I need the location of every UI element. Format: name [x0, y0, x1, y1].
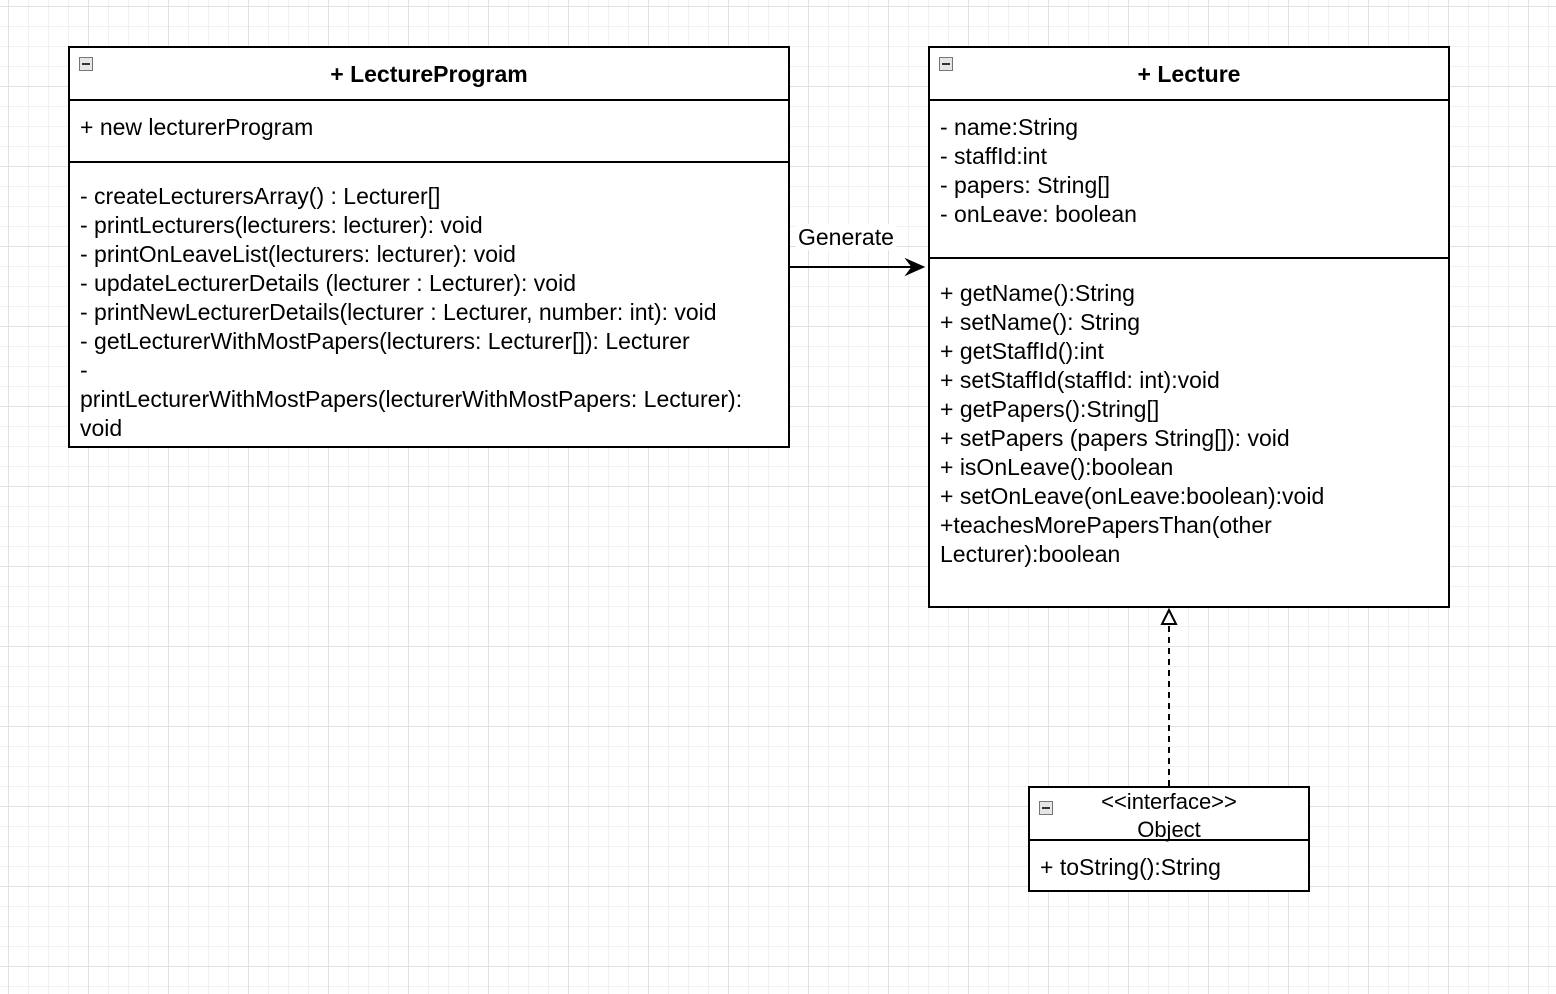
- operation: + isOnLeave():boolean: [940, 454, 1174, 480]
- class-lecture[interactable]: + Lecture - name:String - staffId:int - …: [928, 46, 1450, 608]
- class-name: + LectureProgram: [330, 61, 528, 87]
- class-name: + Lecture: [1137, 61, 1241, 87]
- generate-association-edge[interactable]: [790, 257, 926, 277]
- class-header[interactable]: + Lecture: [930, 48, 1448, 101]
- realization-edge[interactable]: [1160, 607, 1178, 786]
- stereotype-label: <<interface>>: [1101, 789, 1237, 814]
- collapse-icon[interactable]: [1039, 801, 1053, 815]
- operation: void: [80, 415, 123, 441]
- operation: printLecturerWithMostPapers(lecturerWith…: [80, 386, 743, 412]
- operation: - printNewLecturerDetails(lecturer : Lec…: [80, 299, 717, 325]
- attributes-compartment[interactable]: + new lecturerProgram: [70, 101, 788, 161]
- collapse-icon[interactable]: [939, 57, 953, 71]
- operation: +teachesMorePapersThan(other: [940, 512, 1272, 538]
- operation: + setStaffId(staffId: int):void: [940, 367, 1220, 393]
- operation: + getPapers():String[]: [940, 396, 1160, 422]
- operation: Lecturer):boolean: [940, 541, 1121, 567]
- attribute: - onLeave: boolean: [940, 201, 1137, 227]
- operations-compartment[interactable]: + getName():String + setName(): String +…: [930, 257, 1448, 606]
- open-arrowhead: [904, 257, 926, 277]
- generate-edge-label[interactable]: Generate: [796, 224, 896, 250]
- operation: - updateLecturerDetails (lecturer : Lect…: [80, 270, 576, 296]
- collapse-icon[interactable]: [79, 57, 93, 71]
- operation: - getLecturerWithMostPapers(lecturers: L…: [80, 328, 690, 354]
- operation: + setPapers (papers String[]): void: [940, 425, 1290, 451]
- operation: - printLecturers(lecturers: lecturer): v…: [80, 212, 483, 238]
- class-lectureprogram[interactable]: + LectureProgram + new lecturerProgram -…: [68, 46, 790, 448]
- attribute: - staffId:int: [940, 143, 1047, 169]
- operation: + getStaffId():int: [940, 338, 1104, 364]
- operations-compartment[interactable]: + toString():String: [1030, 841, 1308, 890]
- interface-object[interactable]: <<interface>> Object + toString():String: [1028, 786, 1310, 892]
- attribute: + new lecturerProgram: [80, 114, 314, 140]
- hollow-triangle-arrowhead: [1160, 607, 1178, 625]
- class-header[interactable]: + LectureProgram: [70, 48, 788, 101]
- operation: -: [80, 357, 88, 383]
- class-name: Object: [1137, 817, 1201, 842]
- attribute: - papers: String[]: [940, 172, 1111, 198]
- attributes-compartment[interactable]: - name:String - staffId:int - papers: St…: [930, 101, 1448, 257]
- operation: - printOnLeaveList(lecturers: lecturer):…: [80, 241, 516, 267]
- operation: + toString():String: [1040, 854, 1221, 880]
- class-header[interactable]: <<interface>> Object: [1030, 788, 1308, 842]
- operation: + setOnLeave(onLeave:boolean):void: [940, 483, 1325, 509]
- operation: + getName():String: [940, 280, 1135, 306]
- operations-compartment[interactable]: - createLecturersArray() : Lecturer[] - …: [70, 161, 788, 446]
- operation: + setName(): String: [940, 309, 1141, 335]
- operation: - createLecturersArray() : Lecturer[]: [80, 183, 441, 209]
- attribute: - name:String: [940, 114, 1079, 140]
